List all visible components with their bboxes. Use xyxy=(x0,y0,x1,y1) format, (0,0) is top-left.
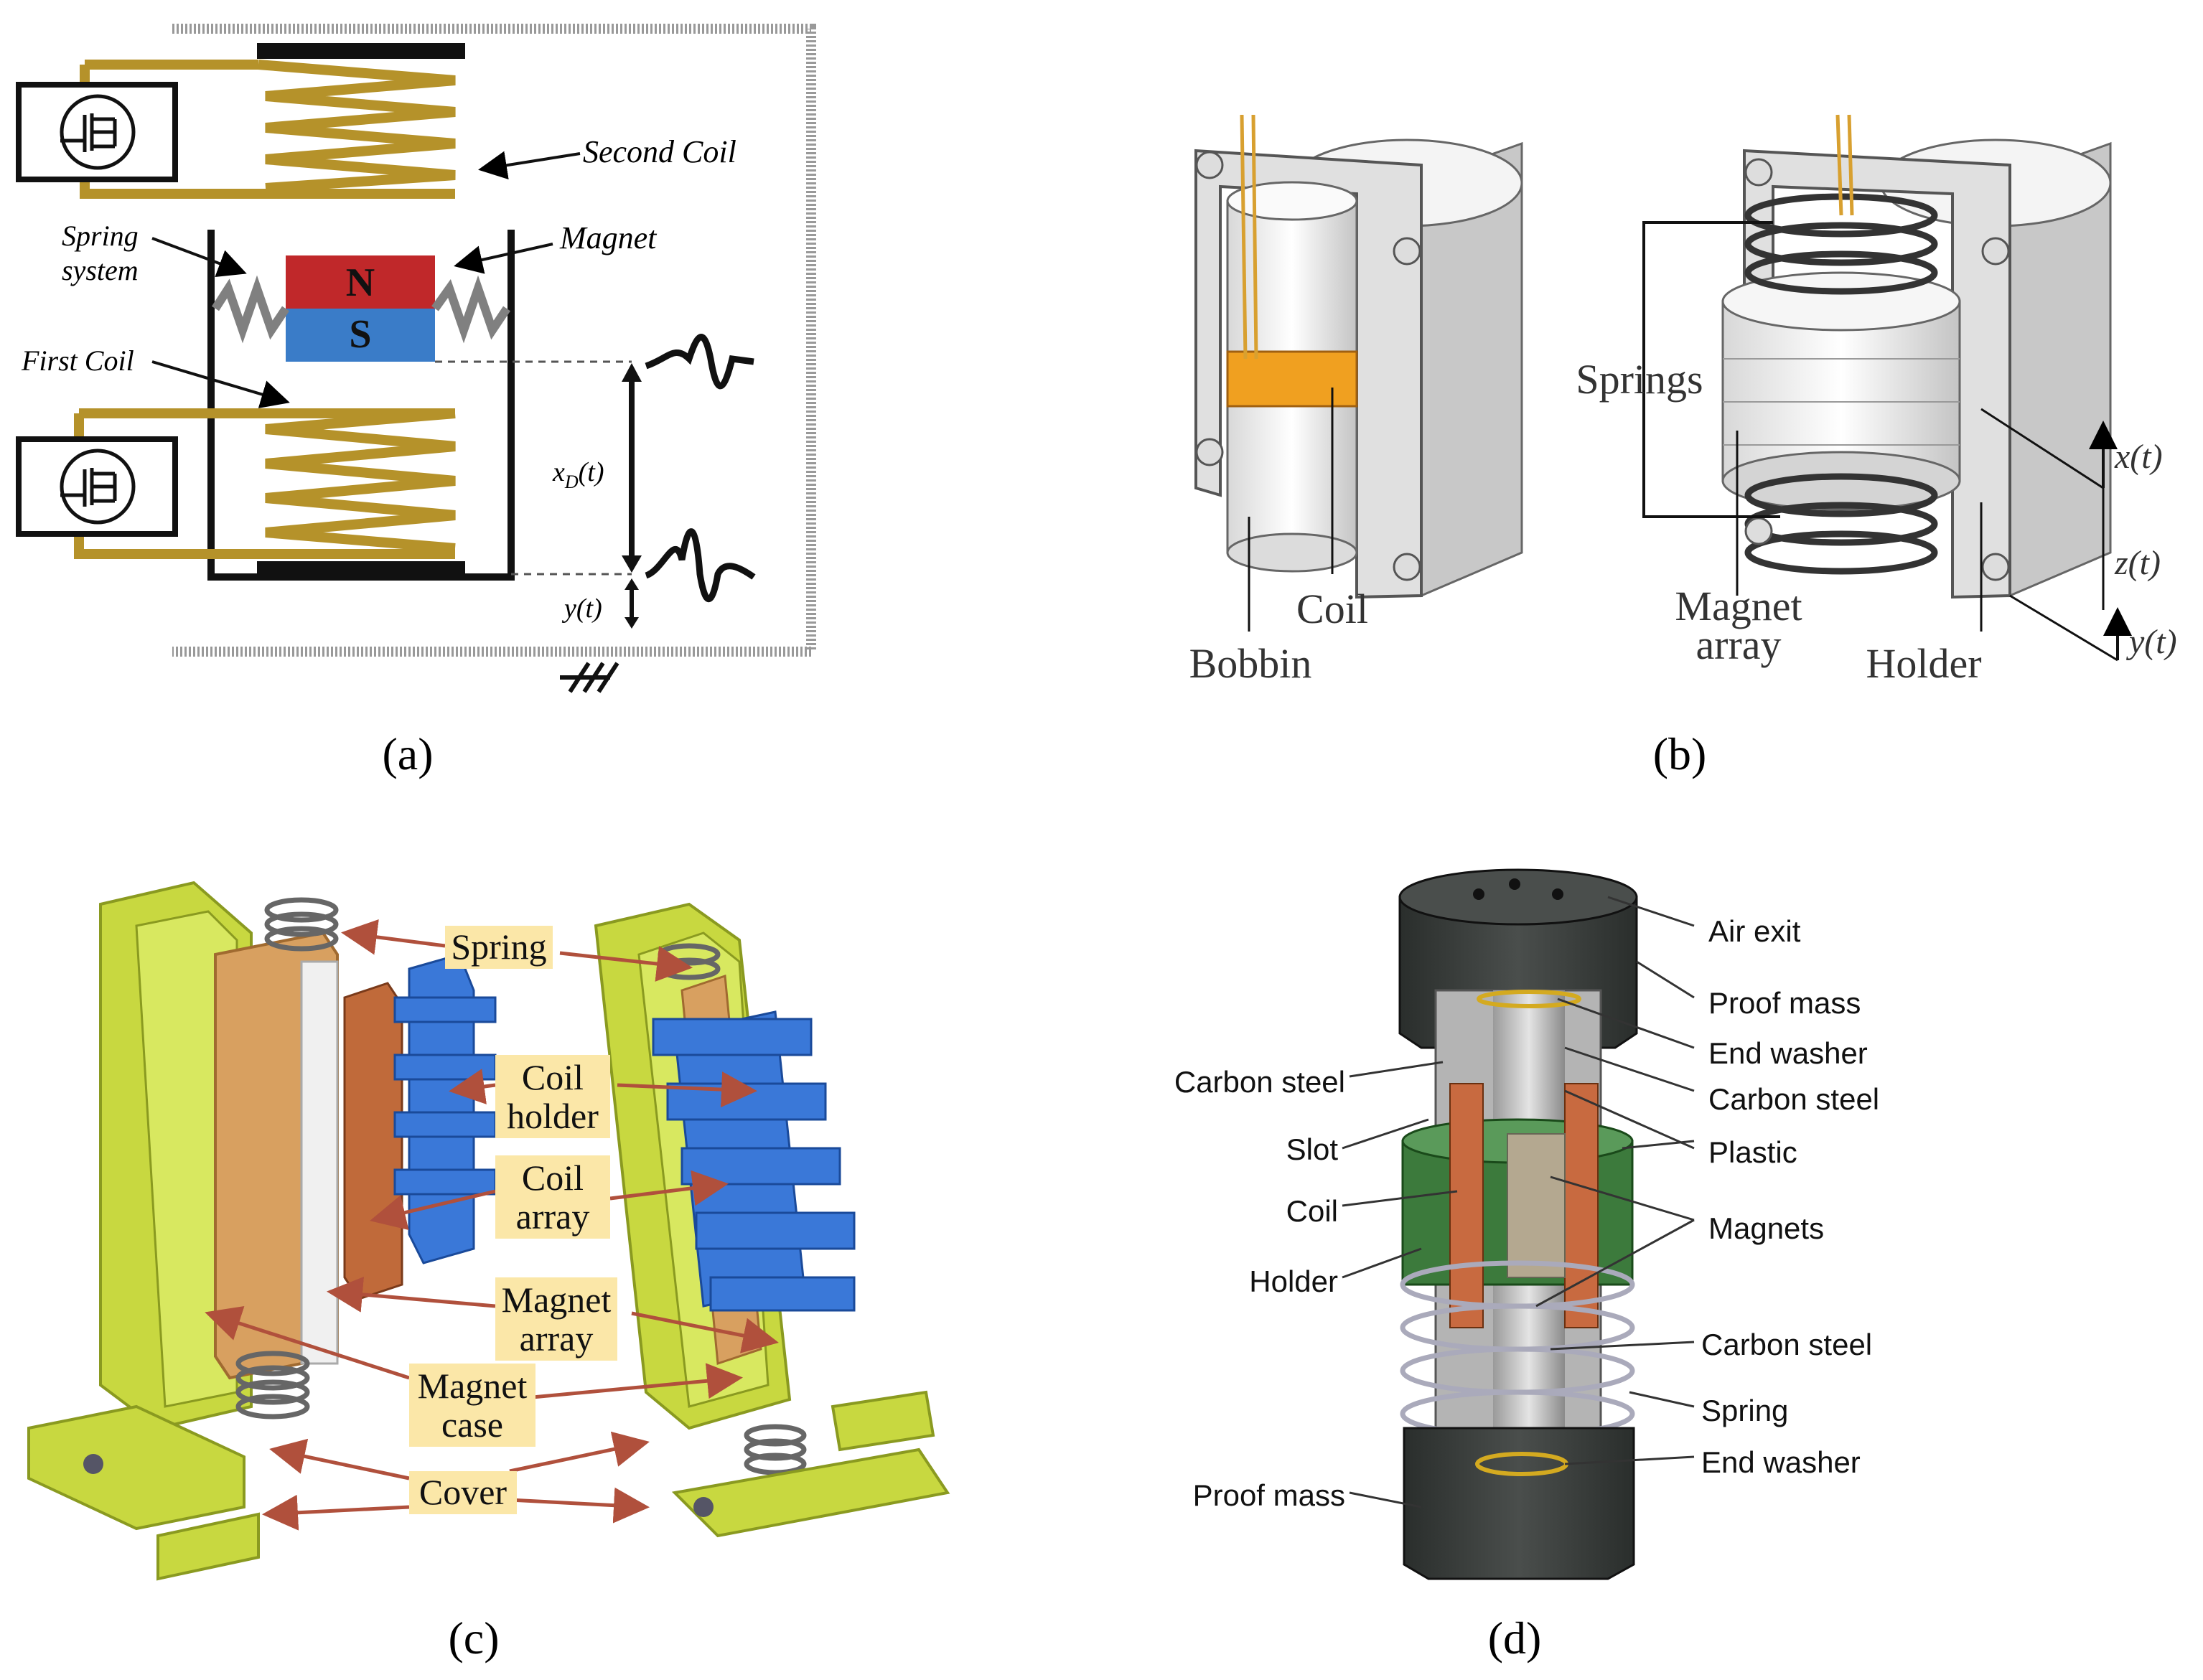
air-exit-label: Air exit xyxy=(1708,914,1801,948)
south-label: S xyxy=(349,312,371,357)
coil-label: Coil xyxy=(1296,586,1368,632)
left-spring xyxy=(211,275,289,344)
coil-array-label-2: array xyxy=(516,1196,590,1236)
signal-wave xyxy=(645,528,756,603)
spring-label: Spring xyxy=(62,220,139,252)
bottom-plate xyxy=(257,561,465,577)
magnet-north xyxy=(286,255,435,309)
panel-c: Spring Coil holder Coil array Magnet arr… xyxy=(27,881,950,1663)
housing-outline xyxy=(172,24,816,657)
magnet-array-label-2: array xyxy=(1695,621,1781,668)
right-frame xyxy=(594,902,950,1538)
spring-label-2: system xyxy=(62,254,139,286)
second-coil-label: Second Coil xyxy=(583,134,736,169)
carbon-steel-right1-label: Carbon steel xyxy=(1708,1082,1879,1116)
y-label: y(t) xyxy=(561,593,602,624)
spring-label: Spring xyxy=(1701,1394,1788,1427)
left-frame xyxy=(27,881,497,1581)
mosfet-icon xyxy=(16,82,178,182)
device-left xyxy=(1194,114,1523,599)
slot-label: Slot xyxy=(1286,1132,1339,1166)
proof-mass-top-label: Proof mass xyxy=(1708,986,1861,1020)
right-spring xyxy=(431,275,510,344)
coil-array-label: Coil xyxy=(522,1158,584,1198)
caption-d: (d) xyxy=(1488,1613,1542,1663)
plastic-label: Plastic xyxy=(1708,1135,1797,1169)
magnet-south xyxy=(286,309,435,362)
first-coil-label: First Coil xyxy=(21,344,134,377)
cover-label: Cover xyxy=(419,1472,508,1512)
holder-label: Holder xyxy=(1249,1264,1338,1298)
magnets-label: Magnets xyxy=(1708,1211,1824,1245)
panel-a: N S xyxy=(16,24,816,779)
carbon-steel-right2-label: Carbon steel xyxy=(1701,1328,1872,1361)
coil-holder-label: Coil xyxy=(522,1057,584,1097)
panel-d: Air exit Proof mass End washer Carbon st… xyxy=(1174,868,1879,1663)
panel-b: Coil Bobbin xyxy=(1189,114,2177,779)
ground-icon xyxy=(560,662,619,693)
coil-label: Coil xyxy=(1286,1194,1338,1228)
spring-label: Spring xyxy=(451,926,546,967)
caption-b: (b) xyxy=(1653,728,1707,779)
magnet-array-label: Magnet xyxy=(1675,583,1802,629)
proof-mass-bottom-label: Proof mass xyxy=(1193,1478,1345,1512)
magnet-array-label: Magnet xyxy=(502,1280,612,1320)
caption-a: (a) xyxy=(382,728,433,779)
caption-c: (c) xyxy=(448,1613,499,1663)
x-label: x(t) xyxy=(2114,438,2163,476)
magnet-label: Magnet xyxy=(559,220,658,255)
end-washer-bottom-label: End washer xyxy=(1701,1445,1861,1479)
y-label: y(t) xyxy=(2125,623,2177,661)
magnet-array-label-2: array xyxy=(520,1318,594,1358)
top-plate xyxy=(257,43,465,59)
coil-band xyxy=(1226,350,1358,408)
label-boxes xyxy=(409,926,617,1514)
z-label: z(t) xyxy=(2114,544,2161,582)
mosfet-icon xyxy=(16,436,178,537)
carbon-steel-left-label: Carbon steel xyxy=(1174,1065,1345,1099)
magnet-case-label-2: case xyxy=(441,1404,503,1445)
springs-label: Springs xyxy=(1576,356,1703,403)
magnet-case-label: Magnet xyxy=(418,1366,528,1406)
end-washer-top-label: End washer xyxy=(1708,1036,1868,1070)
bobbin-label: Bobbin xyxy=(1189,640,1312,687)
north-label: N xyxy=(346,261,375,305)
signal-wave xyxy=(645,334,754,390)
coil-holder-label-2: holder xyxy=(507,1096,599,1136)
holder-label: Holder xyxy=(1866,640,1981,687)
device-right xyxy=(1721,114,2112,599)
xd-label: xD(t) xyxy=(552,457,604,492)
